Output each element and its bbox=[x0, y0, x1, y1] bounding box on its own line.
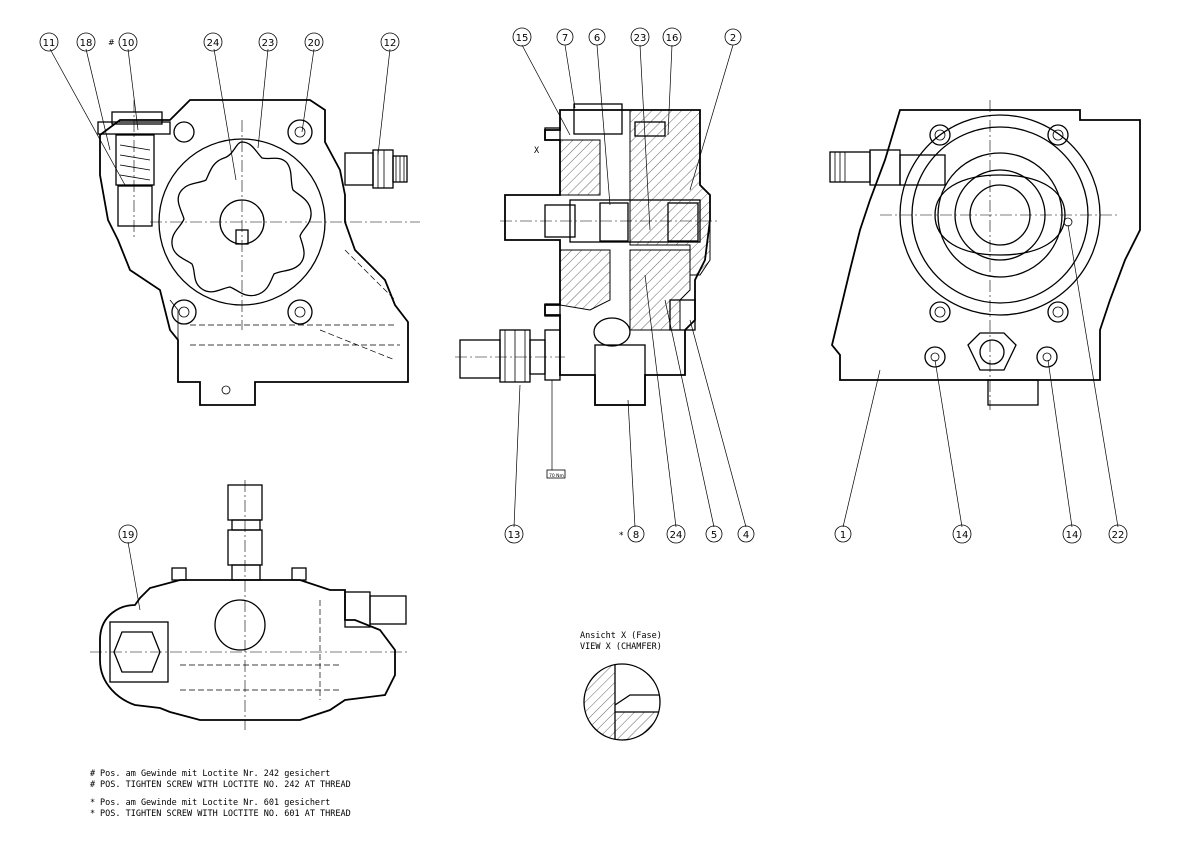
balloon-7: 7 bbox=[556, 28, 574, 46]
svg-text:2: 2 bbox=[730, 33, 736, 44]
svg-text:11: 11 bbox=[43, 38, 56, 49]
fitting-rear bbox=[829, 149, 946, 186]
top-view bbox=[90, 480, 410, 730]
svg-text:13: 13 bbox=[508, 530, 521, 541]
view-x-title-en: VIEW X (CHAMFER) bbox=[580, 642, 662, 652]
fitting-13 bbox=[455, 329, 565, 383]
svg-text:24: 24 bbox=[670, 530, 683, 541]
balloon-22: 22 bbox=[1108, 524, 1128, 544]
svg-text:20: 20 bbox=[308, 38, 321, 49]
svg-text:23: 23 bbox=[634, 33, 647, 44]
svg-text:22: 22 bbox=[1112, 530, 1125, 541]
balloon-24-front: 24 bbox=[203, 32, 223, 52]
balloon-19: 19 bbox=[118, 524, 138, 544]
balloon-23-section: 23 bbox=[630, 27, 650, 47]
view-letter-x: X bbox=[534, 146, 540, 156]
svg-text:7: 7 bbox=[562, 33, 568, 44]
relief-valve bbox=[97, 100, 171, 240]
rear-view bbox=[829, 100, 1141, 410]
marker-hash-10: # bbox=[108, 38, 115, 47]
svg-text:6: 6 bbox=[594, 33, 600, 44]
svg-text:23: 23 bbox=[262, 38, 275, 49]
balloon-24-section: 24 bbox=[666, 524, 686, 544]
torque-label: 70 Nm bbox=[549, 473, 564, 479]
balloon-20: 20 bbox=[304, 32, 324, 52]
balloon-11: 11 bbox=[39, 32, 59, 52]
svg-text:14: 14 bbox=[956, 530, 969, 541]
balloon-2: 2 bbox=[724, 28, 742, 46]
view-x-detail: Ansicht X (Fase) VIEW X (CHAMFER) bbox=[580, 631, 662, 741]
balloon-10: 10 bbox=[118, 32, 138, 52]
svg-text:5: 5 bbox=[711, 530, 717, 541]
balloons: 11 18 # 10 24 23 20 12 15 7 6 23 16 2 13… bbox=[39, 27, 1128, 611]
note-1-text: Pos. am Gewinde mit Loctite Nr. 242 gesi… bbox=[100, 769, 330, 779]
marker-star-8: * bbox=[619, 531, 624, 541]
loctite-notes: # Pos. am Gewinde mit Loctite Nr. 242 ge… bbox=[90, 769, 351, 819]
svg-text:1: 1 bbox=[840, 530, 846, 541]
svg-text:15: 15 bbox=[516, 33, 529, 44]
note-2-text: POS. TIGHTEN SCREW WITH LOCTITE NO. 242 … bbox=[100, 780, 351, 790]
note-1-symbol: # bbox=[90, 769, 96, 779]
balloon-6: 6 bbox=[588, 28, 606, 46]
balloon-16: 16 bbox=[662, 27, 682, 47]
rear-bolt-holes bbox=[924, 124, 1069, 368]
view-x-title-de: Ansicht X (Fase) bbox=[580, 631, 662, 641]
balloon-1: 1 bbox=[834, 525, 852, 543]
balloon-15: 15 bbox=[512, 27, 532, 47]
svg-text:24: 24 bbox=[207, 38, 220, 49]
svg-text:4: 4 bbox=[743, 530, 749, 541]
balloon-12: 12 bbox=[380, 32, 400, 52]
svg-text:10: 10 bbox=[122, 38, 135, 49]
bolt-holes bbox=[171, 119, 313, 395]
balloon-14-left: 14 bbox=[952, 524, 972, 544]
note-3-text: Pos. am Gewinde mit Loctite Nr. 601 gesi… bbox=[100, 798, 330, 808]
svg-text:16: 16 bbox=[666, 33, 679, 44]
balloon-23-front: 23 bbox=[258, 32, 278, 52]
note-3-symbol: * bbox=[90, 798, 95, 808]
front-view bbox=[97, 99, 420, 406]
balloon-18: 18 bbox=[76, 32, 96, 52]
svg-text:8: 8 bbox=[633, 530, 639, 541]
note-4-symbol: * bbox=[90, 809, 95, 819]
balloon-13: 13 bbox=[504, 524, 524, 544]
svg-text:14: 14 bbox=[1066, 530, 1079, 541]
balloon-5: 5 bbox=[705, 525, 723, 543]
note-2-symbol: # bbox=[90, 780, 96, 790]
balloon-14-right: 14 bbox=[1062, 524, 1082, 544]
svg-text:19: 19 bbox=[122, 530, 135, 541]
fitting-12 bbox=[344, 149, 408, 189]
svg-text:18: 18 bbox=[80, 38, 93, 49]
section-view: X 70 Nm bbox=[455, 103, 720, 479]
svg-text:12: 12 bbox=[384, 38, 397, 49]
balloon-8: 8 bbox=[627, 525, 645, 543]
note-4-text: POS. TIGHTEN SCREW WITH LOCTITE NO. 601 … bbox=[100, 809, 351, 819]
balloon-4: 4 bbox=[737, 525, 755, 543]
